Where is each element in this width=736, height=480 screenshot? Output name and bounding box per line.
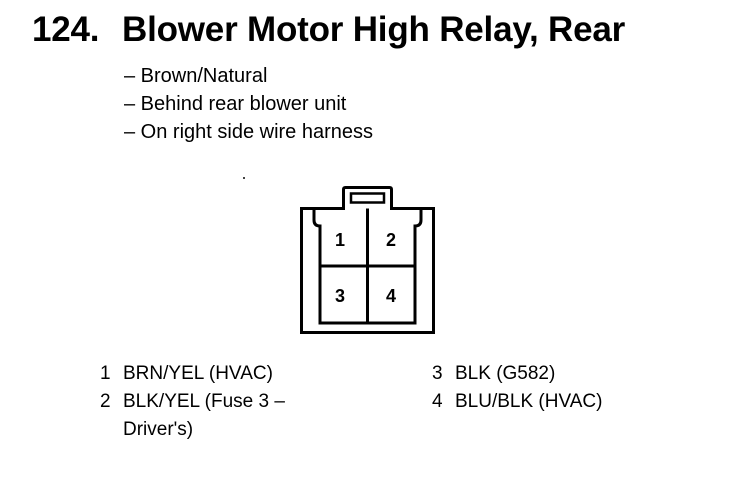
connector-diagram: 1 2 3 4 [300,186,435,334]
cell-2: 2 [386,230,396,250]
pin-row: 2 BLK/YEL (Fuse 3 – Driver's) [100,388,353,444]
pin-number: 3 [432,363,443,384]
connector-latch [349,192,386,204]
pin-number: 2 [100,391,111,412]
page-title: 124. Blower Motor High Relay, Rear [32,10,625,50]
pin-description: BLK (G582) [455,363,556,384]
note-harness: – On right side wire harness [124,121,374,143]
pin-row: 3 BLK (G582) [432,360,685,388]
pin-list-left: 1 BRN/YEL (HVAC) 2 BLK/YEL (Fuse 3 – Dri… [100,360,353,444]
scan-speck [243,177,245,179]
pin-description: BLU/BLK (HVAC) [455,391,603,412]
pin-row: 4 BLU/BLK (HVAC) [432,388,685,416]
pin-row: 1 BRN/YEL (HVAC) [100,360,353,388]
pin-number: 4 [432,391,443,412]
cell-4: 4 [386,286,396,306]
title-text: Blower Motor High Relay, Rear [122,10,626,49]
pin-list-right: 3 BLK (G582) 4 BLU/BLK (HVAC) [432,360,685,416]
title-number: 124. [32,10,100,49]
note-location: – Behind rear blower unit [124,93,347,115]
pin-number: 1 [100,363,111,384]
cell-1: 1 [335,230,345,250]
connector-housing [300,186,435,334]
note-color: – Brown/Natural [124,65,268,87]
pin-description: BRN/YEL (HVAC) [123,363,273,384]
cell-3: 3 [335,286,345,306]
location-notes: – Brown/Natural – Behind rear blower uni… [124,62,373,146]
pin-description: BLK/YEL (Fuse 3 – Driver's) [123,391,285,440]
